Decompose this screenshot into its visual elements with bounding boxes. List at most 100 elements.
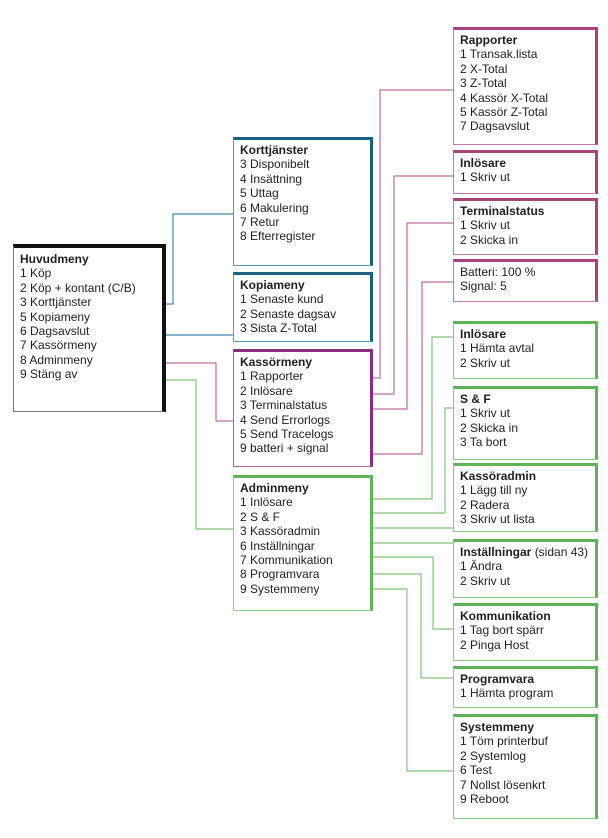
menu-item[interactable]: 1 Inlösare — [240, 495, 293, 510]
menu-item[interactable]: 2 Radera — [460, 497, 510, 512]
menu-item[interactable]: 3 Kassöradmin — [240, 524, 321, 539]
menu-title: Terminalstatus — [460, 204, 545, 218]
menu-item[interactable]: 7 Kommunikation — [240, 553, 333, 568]
menu-item[interactable]: 9 Systemmeny — [240, 581, 320, 596]
connector-s-och-f — [353, 407, 454, 514]
menu-item[interactable]: 2 S & F — [240, 509, 281, 524]
menu-title: Inlösare — [460, 327, 507, 341]
menu-title: Rapporter — [460, 33, 518, 47]
menu-box-inlosare-admin: Inlösare 1 Hämta avtal 2 Skriv ut — [453, 321, 598, 379]
menu-item[interactable]: 1 Töm printerbuf — [460, 734, 548, 749]
menu-item[interactable]: 5 Send Tracelogs — [240, 427, 334, 442]
menu-item[interactable]: 6 Inställningar — [240, 538, 315, 553]
menu-item[interactable]: 1 Transak.lista — [460, 47, 538, 62]
menu-item[interactable]: 7 Nollst lösenkrt — [460, 777, 546, 792]
menu-box-s-och-f: S & F 1 Skriv ut 2 Skicka in 3 Ta bort — [453, 386, 598, 460]
connector-terminalstatus — [353, 222, 454, 410]
connector-kassormeny — [137, 362, 234, 422]
menu-item-korttjanster[interactable]: 3 Korttjänster — [20, 295, 92, 310]
menu-item[interactable]: 3 Z-Total — [460, 76, 507, 91]
connector-inlosare-admin — [353, 336, 454, 500]
menu-item[interactable]: 1 Senaste kund — [240, 292, 324, 307]
connector-systemmeny — [353, 588, 454, 772]
menu-box-adminmeny: Adminmeny 1 Inlösare 2 S & F 3 Kassöradm… — [233, 475, 373, 611]
menu-title: S & F — [460, 392, 491, 406]
connector-kommunikation — [353, 556, 454, 630]
menu-box-korttjanster: Korttjänster 3 Disponibelt 4 Insättning … — [233, 137, 373, 266]
status-box-batteri-signal: Batteri: 100 % Signal: 5 — [453, 259, 598, 302]
menu-item-kassormeny[interactable]: 7 Kassörmeny — [20, 338, 97, 353]
menu-item[interactable]: 3 Skriv ut lista — [460, 512, 535, 527]
menu-item[interactable]: 2 Skicka in — [460, 420, 519, 435]
menu-item-kop-kontant[interactable]: 2 Köp + kontant (C/B) — [20, 280, 136, 295]
page-reference: (sidan 43) — [534, 545, 589, 559]
connector-batteri — [353, 281, 454, 455]
menu-item[interactable]: 1 Hämta avtal — [460, 341, 535, 356]
menu-title: Programvara — [460, 672, 535, 686]
menu-box-huvudmeny: Huvudmeny 1 Köp 2 Köp + kontant (C/B) 3 … — [13, 244, 166, 412]
menu-title: Inlösare — [460, 156, 507, 170]
menu-item-dagsavslut[interactable]: 6 Dagsavslut — [20, 324, 90, 339]
menu-item[interactable]: 7 Dagsavslut — [460, 119, 530, 134]
menu-title: Adminmeny — [240, 481, 309, 495]
menu-item[interactable]: 2 Inlösare — [240, 383, 293, 398]
menu-item[interactable]: 2 Pinga Host — [460, 637, 529, 652]
menu-item[interactable]: 1 Lägg till ny — [460, 483, 528, 498]
menu-box-systemmeny: Systemmeny 1 Töm printerbuf 2 Systemlog … — [453, 714, 598, 819]
menu-item[interactable]: 7 Retur — [240, 215, 280, 230]
menu-item[interactable]: 4 Kassör X-Total — [460, 90, 549, 105]
menu-item[interactable]: 5 Kassör Z-Total — [460, 105, 548, 120]
menu-item[interactable]: 1 Skriv ut — [460, 406, 511, 421]
menu-item[interactable]: 2 Skicka in — [460, 232, 519, 247]
menu-box-programvara: Programvara 1 Hämta program — [453, 666, 598, 708]
menu-title-text: Inställningar — [460, 545, 532, 559]
menu-item[interactable]: 3 Ta bort — [460, 435, 507, 450]
menu-item[interactable]: 2 Systemlog — [460, 748, 527, 763]
menu-item[interactable]: 4 Send Errorlogs — [240, 412, 331, 427]
menu-item[interactable]: 3 Disponibelt — [240, 157, 310, 172]
menu-item[interactable]: 3 Sista Z-Total — [240, 321, 317, 336]
menu-box-kopiameny: Kopiameny 1 Senaste kund 2 Senaste dagsa… — [233, 272, 373, 342]
menu-item[interactable]: 1 Skriv ut — [460, 218, 511, 233]
menu-item[interactable]: 6 Makulering — [240, 200, 309, 215]
battery-status: Batteri: 100 % — [460, 265, 536, 279]
menu-box-inlosare-kassor: Inlösare 1 Skriv ut — [453, 150, 598, 194]
menu-item[interactable]: 9 Reboot — [460, 792, 509, 807]
menu-item[interactable]: 8 Programvara — [240, 567, 320, 582]
menu-title: Kassörmeny — [240, 355, 313, 369]
menu-box-terminalstatus: Terminalstatus 1 Skriv ut 2 Skicka in — [453, 198, 598, 255]
menu-item[interactable]: 1 Ändra — [460, 559, 503, 574]
menu-title: Kassöradmin — [460, 469, 537, 483]
menu-box-kassoradmin: Kassöradmin 1 Lägg till ny 2 Radera 3 Sk… — [453, 463, 598, 532]
menu-item-kopiameny[interactable]: 5 Kopiameny — [20, 309, 91, 324]
signal-status: Signal: 5 — [460, 279, 507, 294]
menu-item[interactable]: 2 Skriv ut — [460, 573, 511, 588]
menu-item[interactable]: 2 X-Total — [460, 61, 508, 76]
menu-title: Korttjänster — [240, 143, 309, 157]
menu-title: Kopiameny — [240, 278, 305, 292]
menu-item-adminmeny[interactable]: 8 Adminmeny — [20, 352, 93, 367]
menu-title: Huvudmeny — [20, 252, 89, 266]
menu-item[interactable]: 9 batteri + signal — [240, 441, 329, 456]
menu-item[interactable]: 2 Senaste dagsav — [240, 306, 337, 321]
connector-adminmeny — [137, 379, 234, 530]
menu-box-kassormeny: Kassörmeny 1 Rapporter 2 Inlösare 3 Term… — [233, 349, 373, 467]
menu-item-kop[interactable]: 1 Köp — [20, 266, 52, 281]
menu-item[interactable]: 1 Hämta program — [460, 686, 554, 701]
connector-inlosare-kassor — [353, 175, 454, 395]
menu-item[interactable]: 8 Efterregister — [240, 229, 316, 244]
menu-item[interactable]: 1 Skriv ut — [460, 170, 511, 185]
menu-item[interactable]: 1 Rapporter — [240, 369, 304, 384]
menu-item[interactable]: 3 Terminalstatus — [240, 398, 328, 413]
menu-box-rapporter: Rapporter 1 Transak.lista 2 X-Total 3 Z-… — [453, 27, 598, 145]
menu-item[interactable]: 4 Insättning — [240, 171, 303, 186]
menu-item-stang-av[interactable]: 9 Stäng av — [20, 367, 78, 382]
menu-title: Kommunikation — [460, 609, 551, 623]
menu-item[interactable]: 5 Uttag — [240, 186, 279, 201]
connector-programvara — [353, 573, 454, 679]
menu-item[interactable]: 1 Tag bort spärr — [460, 623, 544, 638]
menu-box-installningar: Inställningar (sidan 43) 1 Ändra 2 Skriv… — [453, 539, 598, 598]
menu-item[interactable]: 2 Skriv ut — [460, 355, 511, 370]
menu-title: Systemmeny — [460, 720, 535, 734]
menu-item[interactable]: 6 Test — [460, 763, 492, 778]
